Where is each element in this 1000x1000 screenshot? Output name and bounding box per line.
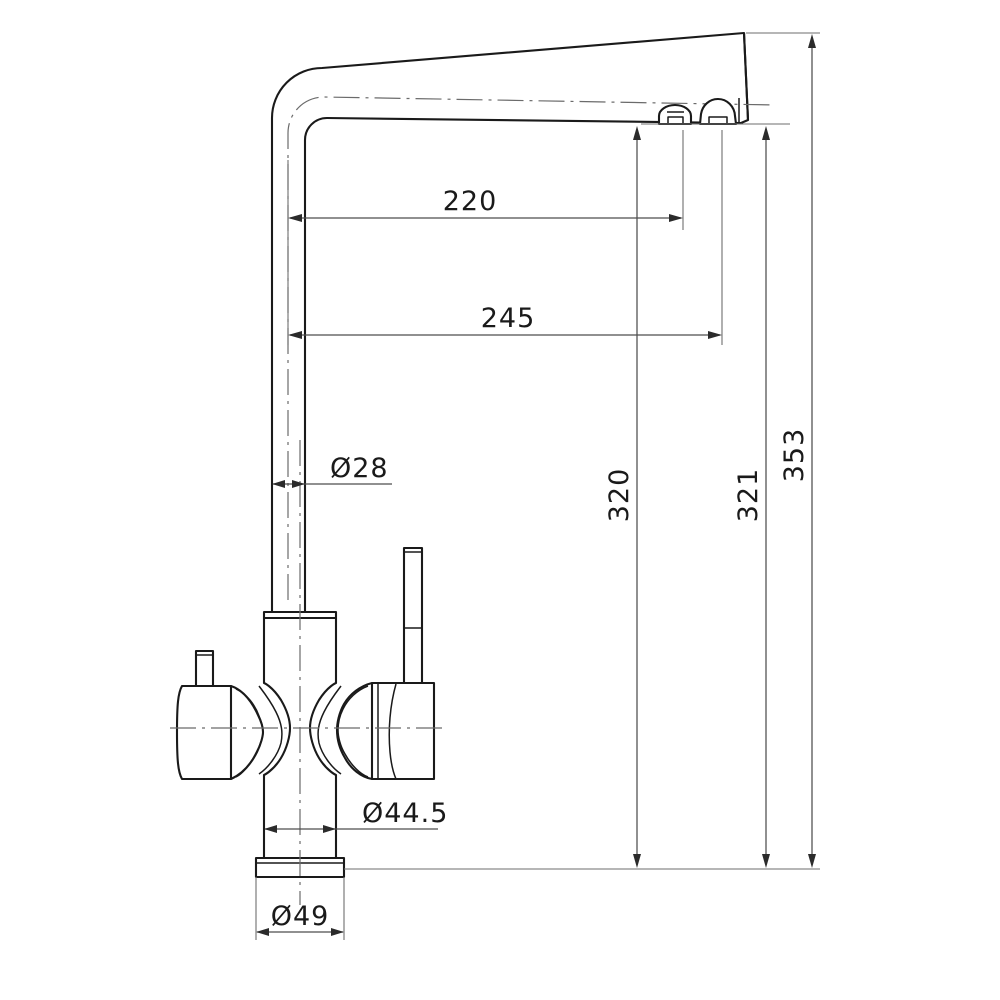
arrow-d28-right xyxy=(292,480,305,488)
left-handle-neck xyxy=(230,685,265,780)
arrow-320-bottom xyxy=(633,854,641,868)
dim-label-d445: Ø44.5 xyxy=(362,798,448,829)
arrow-245-right xyxy=(708,331,722,339)
spout-tip-face xyxy=(740,32,750,124)
dim-label-320: 320 xyxy=(604,468,635,523)
arrow-d49-right xyxy=(331,928,344,936)
aerator-right-port xyxy=(708,116,728,124)
left-handle-lever xyxy=(194,649,215,688)
arrow-321-top xyxy=(762,126,770,140)
left-handle-body xyxy=(175,684,233,781)
aerator-left-port xyxy=(667,116,684,124)
right-handle-neck xyxy=(335,681,373,781)
dim-label-353: 353 xyxy=(779,428,810,483)
dim-label-321: 321 xyxy=(733,468,764,523)
aerator-right xyxy=(698,97,738,126)
spout-centerline xyxy=(287,96,776,600)
arrow-353-bottom xyxy=(808,854,816,868)
dim-label-245: 245 xyxy=(481,303,536,334)
dim-label-220: 220 xyxy=(443,186,498,217)
right-handle-neck-inner2 xyxy=(337,729,369,778)
arrow-220-right xyxy=(669,214,683,222)
arrow-d28-left xyxy=(272,480,285,488)
body-neck-contour-left xyxy=(258,685,283,775)
valve-body xyxy=(262,618,292,858)
spout-arm-inner-bottom xyxy=(303,116,742,600)
right-handle-neck-inner xyxy=(337,685,369,731)
dimension-annotations: 220 245 Ø28 Ø44.5 xyxy=(255,32,820,940)
arrow-320-top xyxy=(633,126,641,140)
dim-label-d28: Ø28 xyxy=(330,453,389,484)
arrow-353-top xyxy=(808,34,816,48)
spout-arm-outer-top xyxy=(270,31,750,600)
valve-body-right xyxy=(308,618,338,858)
right-handle-seam2 xyxy=(388,683,397,780)
faucet-geometry xyxy=(170,31,776,905)
arrow-245-left xyxy=(288,331,302,339)
riser-tube xyxy=(270,600,307,612)
arrow-d445-left xyxy=(264,825,277,833)
aerator-left xyxy=(657,103,693,126)
right-handle-body xyxy=(370,681,436,781)
arrow-d49-left xyxy=(256,928,269,936)
right-handle-lever xyxy=(402,546,424,685)
dim-label-d49: Ø49 xyxy=(271,901,330,932)
arrow-220-left xyxy=(288,214,302,222)
left-handle-neck-inner xyxy=(235,688,264,733)
arrow-d445-right xyxy=(323,825,336,833)
arrow-321-bottom xyxy=(762,854,770,868)
left-handle-neck-inner2 xyxy=(235,731,264,778)
